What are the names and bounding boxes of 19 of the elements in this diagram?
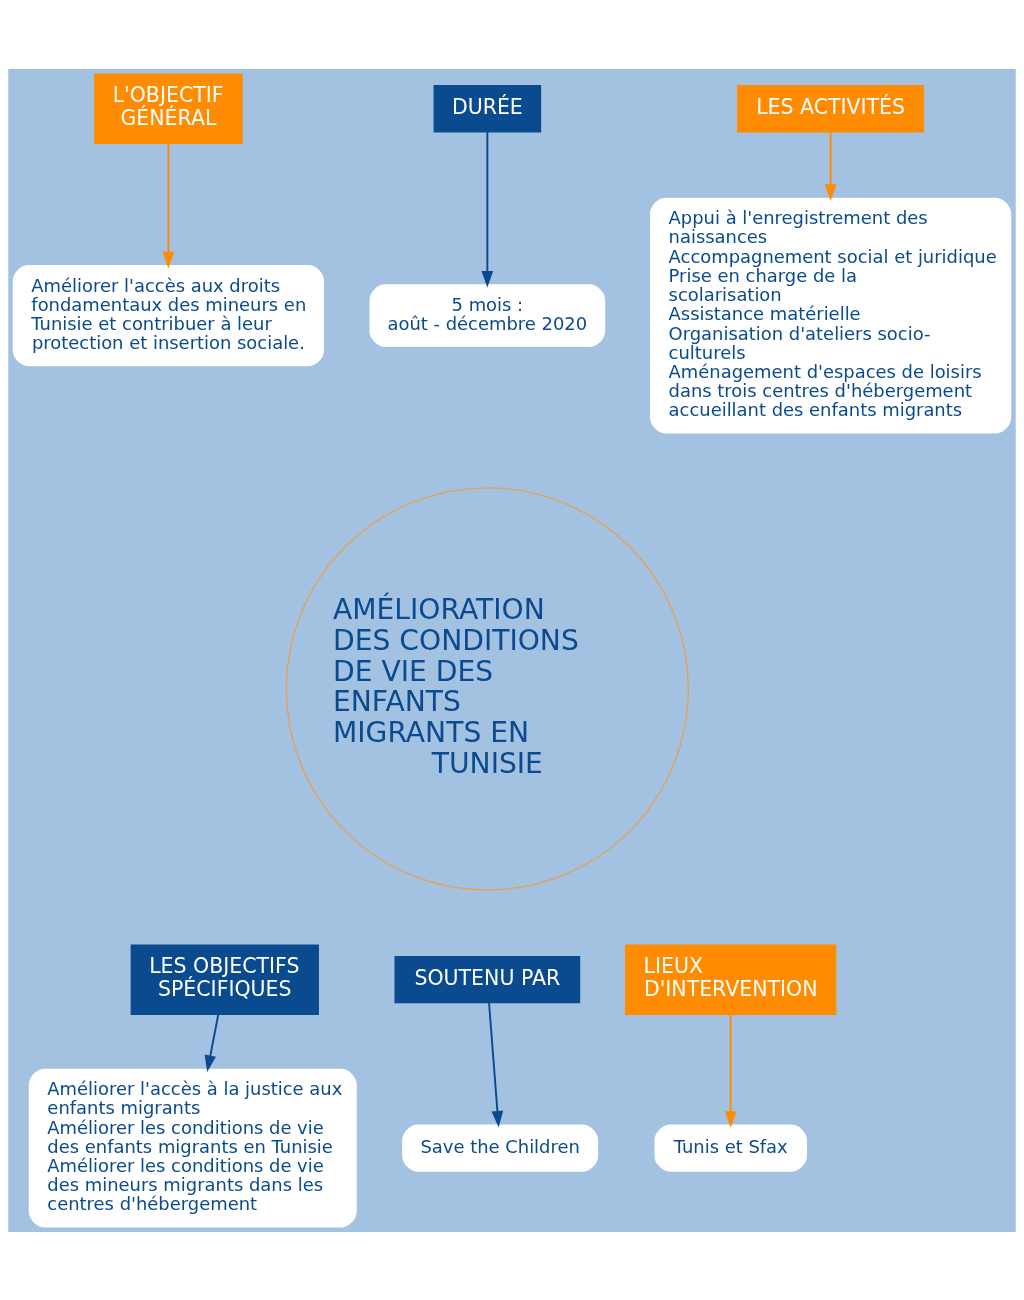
arrow xyxy=(824,130,837,201)
node-box: Save the Children xyxy=(402,1123,599,1172)
node-box: DURÉE xyxy=(433,84,542,132)
node-box: Tunis et Sfax xyxy=(654,1123,807,1172)
node-box: Améliorer l'accès aux droits fondamentaux des mineurs en Tunisie et contribuer à leur protection et insertion sociale. xyxy=(12,264,325,366)
arrow xyxy=(481,130,494,288)
arrow xyxy=(204,1013,220,1072)
node-box: Appui à l'enregistrement des naissances Accompagnement social et juridique Prise en charge de la scolarisation Assistance matérielle Organisation d'ateliers socio-culturels Aménagement d'espaces de loisirs dans trois centres d'hébergement accueillant des enfants migrants xyxy=(650,197,1012,433)
arrow xyxy=(488,1001,504,1128)
node-box: 5 mois : août - décembre 2020 xyxy=(369,283,606,347)
node-circle: AMÉLIORATION DES CONDITIONS DE VIE DES ENFANTS MIGRANTS EN TUNISIE xyxy=(285,486,690,891)
node-box: LIEUX D'INTERVENTION xyxy=(625,943,837,1015)
node-box: LES OBJECTIFS SPÉCIFIQUES xyxy=(130,943,319,1015)
node-box: Améliorer l'accès à la justice aux enfants migrants Améliorer les conditions de vie des enfants migrants en Tunisie Améliorer les conditions de vie des mineurs migrants dans les centres d'hébergement xyxy=(28,1068,357,1228)
node-box: L'OBJECTIF GÉNÉRAL xyxy=(94,73,243,144)
node-box: LES ACTIVITÉS xyxy=(737,84,925,132)
node-box: SOUTENU PAR xyxy=(394,955,581,1003)
arrow xyxy=(162,142,175,268)
arrow xyxy=(724,1013,737,1128)
